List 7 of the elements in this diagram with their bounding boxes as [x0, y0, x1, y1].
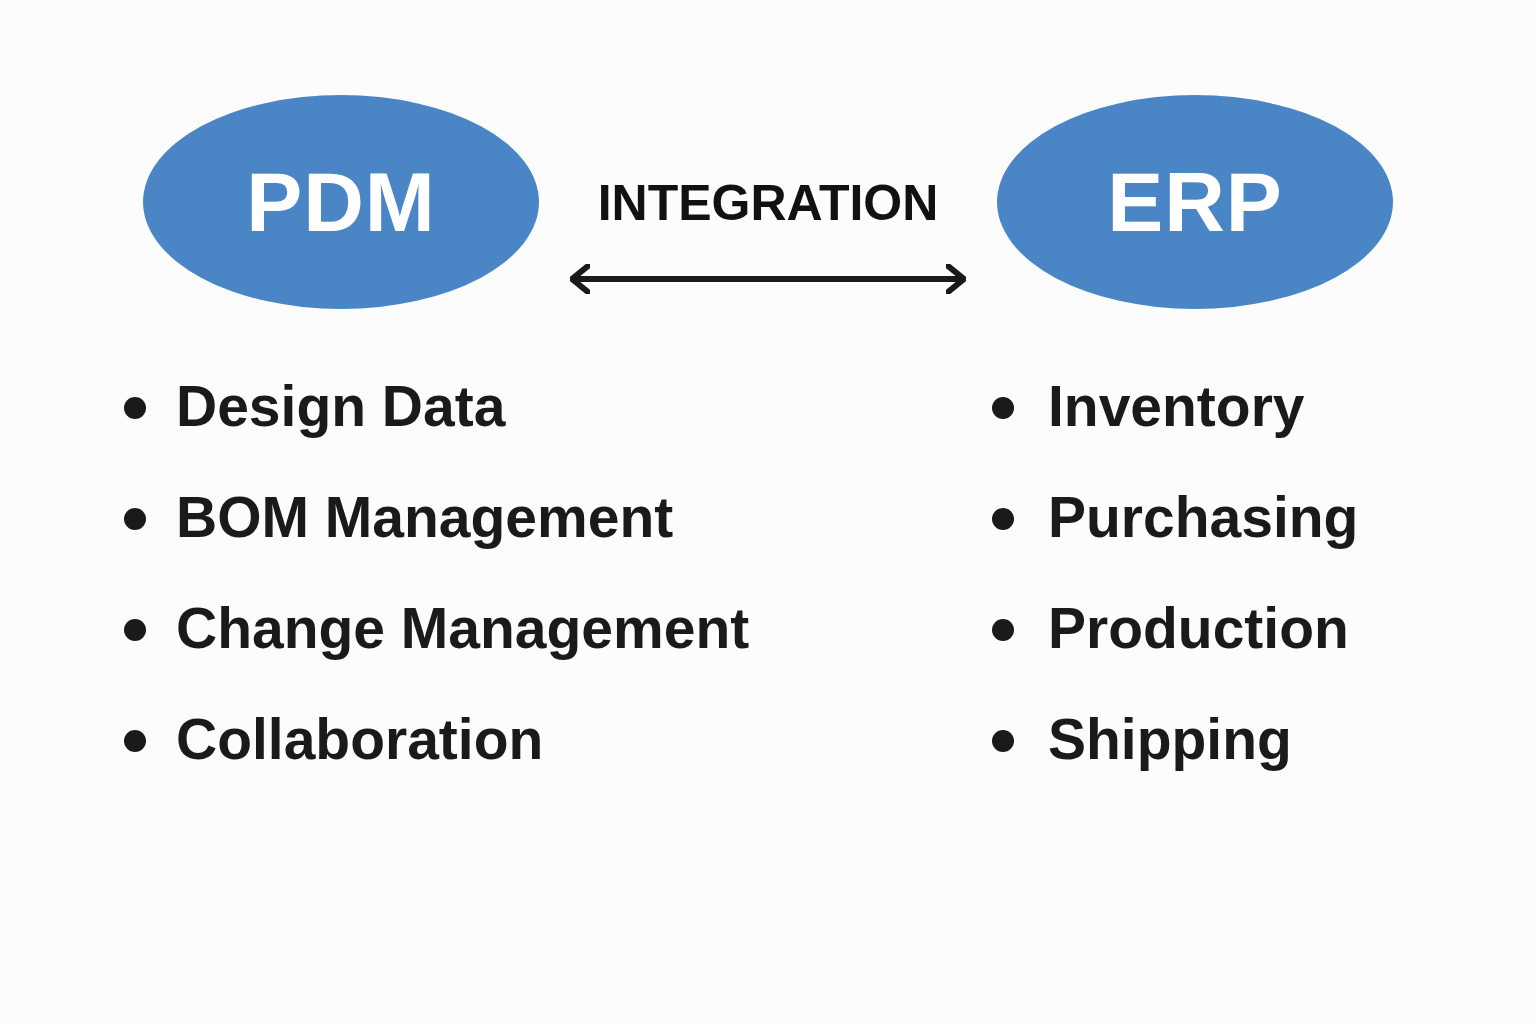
edge-label: INTEGRATION [597, 178, 939, 228]
ellipse-node [997, 95, 1393, 309]
list-item: Production [1048, 600, 1349, 657]
node-title: ERP [1107, 153, 1283, 251]
node-title: PDM [246, 153, 436, 251]
list-item: Collaboration [176, 711, 544, 768]
ellipse-node [143, 95, 539, 309]
